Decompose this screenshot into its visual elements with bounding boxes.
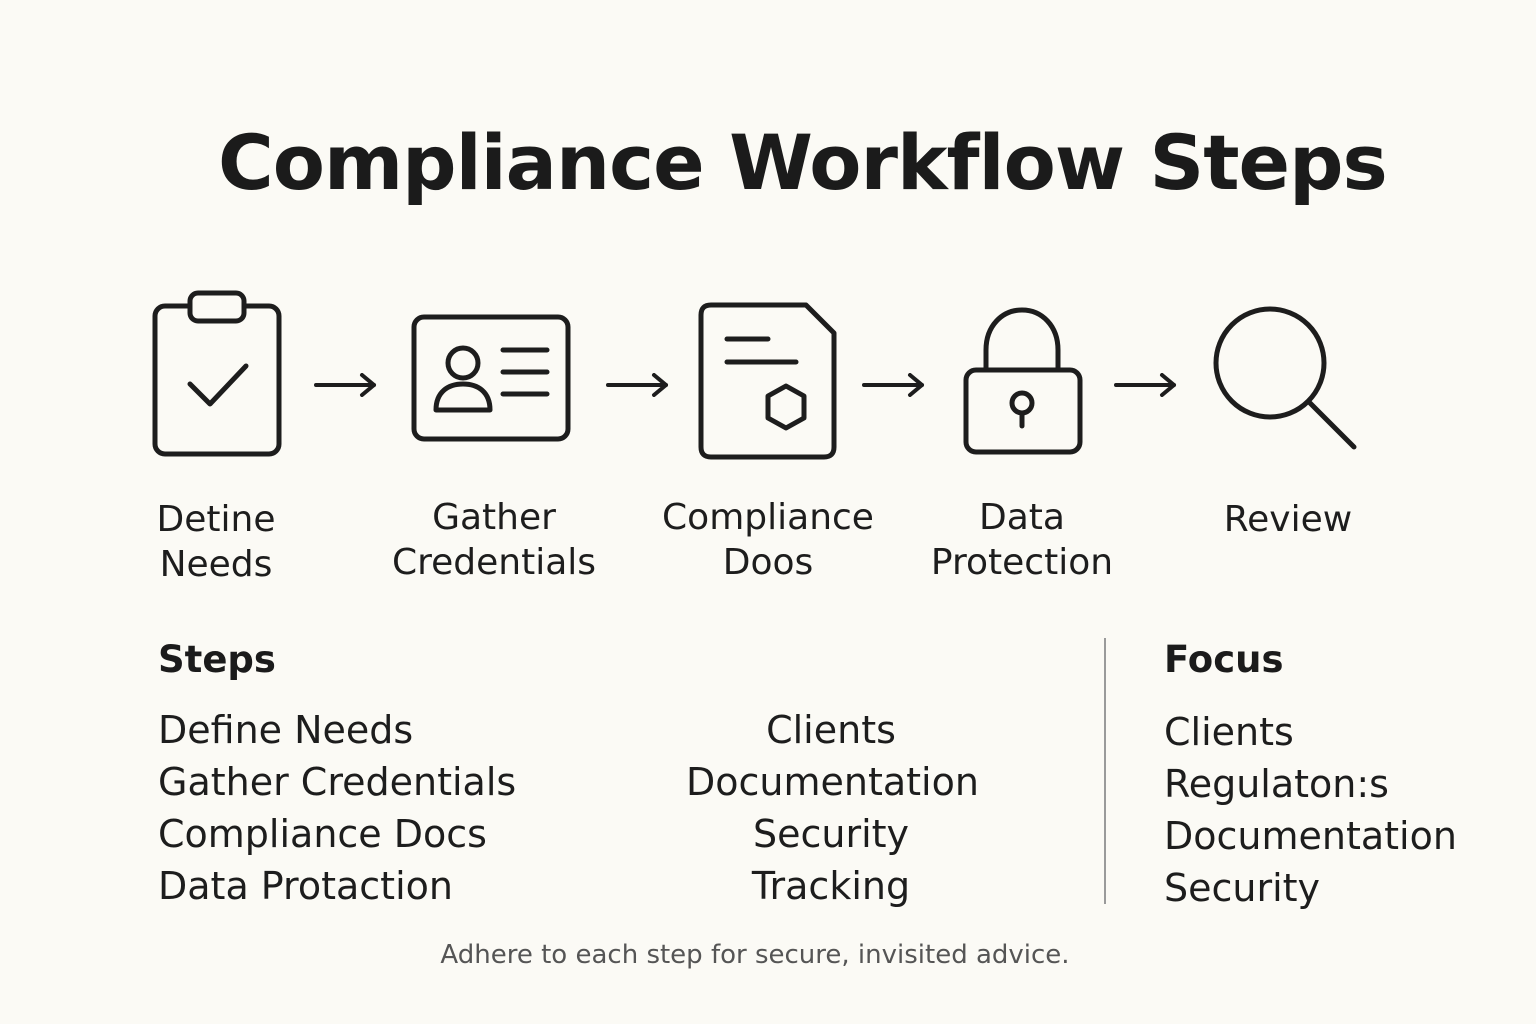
list-item: Documentation (1164, 814, 1457, 858)
list-item: Regulaton:s (1164, 762, 1389, 806)
list-item: Data Protaction (158, 864, 453, 908)
clipboard-check-icon (152, 290, 284, 460)
list-item: Tracking (751, 864, 911, 908)
right-arrow-icon (314, 373, 378, 397)
step-label-data-protection: Data Protection (912, 495, 1132, 585)
id-card-icon (411, 314, 573, 444)
list-item: Documentation (686, 760, 979, 804)
right-arrow-icon (606, 373, 670, 397)
list-item: Security (1164, 866, 1321, 910)
list-item: Security (752, 812, 910, 856)
list-item: Define Needs (158, 708, 414, 752)
column-divider (1104, 638, 1106, 904)
focus-heading: Focus (1164, 638, 1284, 681)
step-label-line: Credentials (391, 542, 597, 583)
step-label-define-needs: Detine Needs (118, 497, 314, 587)
document-hexagon-icon (698, 302, 838, 460)
step-label-compliance-docs: Compliance Doos (648, 495, 888, 585)
middle-column-list: Clients Documentation Security Tracking (686, 704, 979, 912)
step-label-line: Data (979, 497, 1065, 538)
step-label-line: Gather (432, 497, 556, 538)
step-label-review: Review (1198, 497, 1378, 542)
right-arrow-icon (1114, 373, 1178, 397)
list-item: Clients (1164, 710, 1294, 754)
focus-list: Clients Regulaton:s Documentation Securi… (1164, 706, 1457, 914)
steps-list: Define Needs Gather Credentials Complian… (158, 704, 516, 912)
list-item: Gather Credentials (158, 760, 517, 804)
page-title: Compliance Workflow Steps (218, 118, 1388, 207)
right-arrow-icon (862, 373, 926, 397)
step-label-gather-credentials: Gather Credentials (372, 495, 616, 585)
step-label-line: Protection (930, 542, 1114, 583)
padlock-icon (963, 306, 1083, 456)
steps-heading: Steps (158, 638, 276, 681)
step-label-line: Doos (722, 542, 814, 583)
step-label-line: Needs (159, 544, 273, 585)
list-item: Compliance Docs (158, 812, 487, 856)
step-label-line: Detine (156, 499, 276, 540)
list-item: Clients (766, 708, 896, 752)
step-label-line: Compliance (662, 497, 874, 538)
magnifying-glass-icon (1212, 305, 1362, 455)
step-label-line: Review (1223, 499, 1353, 540)
footer-note: Adhere to each step for secure, invisite… (440, 940, 1070, 970)
